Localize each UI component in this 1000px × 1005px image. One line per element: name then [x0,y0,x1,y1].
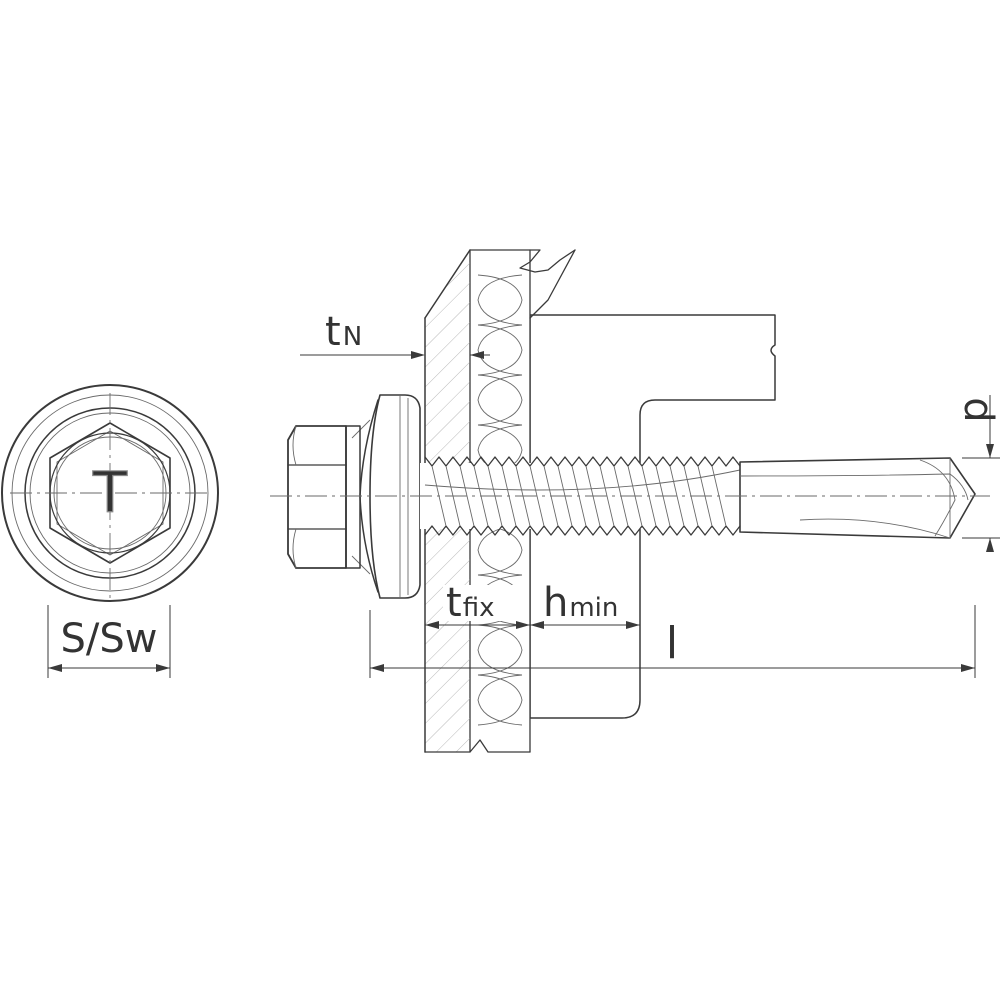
wrench-size-label: S/Sw [61,616,158,662]
diameter-label: d [955,397,1000,422]
length-dimension: l [369,605,976,678]
sealing-washer [351,394,421,599]
diameter-dimension: d [955,395,1000,552]
hex-head [287,425,361,569]
tfix-label: tfix [446,580,494,626]
substructure [529,314,776,719]
head-top-view: T [1,384,219,602]
head-mark-letter: T [92,461,128,526]
hmin-label: hmin [543,580,618,626]
length-label: l [666,618,678,669]
tn-label: tN [325,309,362,355]
wrench-size-dimension: S/Sw [47,605,171,678]
tfix-hmin-dimension: tfix hmin [424,580,641,630]
sheet-thickness-dimension: tN [300,309,490,359]
drill-point [739,457,976,539]
